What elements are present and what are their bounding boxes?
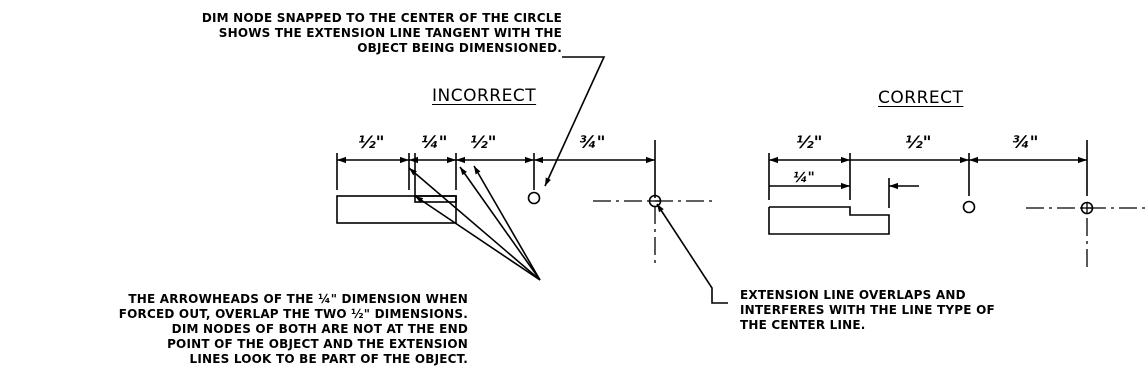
incorrect-heading: INCORRECT bbox=[432, 86, 537, 106]
left-note-leader-4 bbox=[473, 165, 541, 281]
top-note-line-1: DIM NODE SNAPPED TO THE CENTER OF THE CI… bbox=[201, 11, 562, 25]
correct-small-circle bbox=[962, 200, 976, 214]
right-note-leader bbox=[656, 203, 728, 304]
bottom-right-note-line-3: THE CENTER LINE. bbox=[740, 318, 866, 332]
top-note-leader bbox=[544, 56, 606, 187]
incorrect-dim-quarter: ¼" bbox=[421, 133, 447, 153]
incorrect-object-notch bbox=[414, 195, 457, 203]
correct-object bbox=[768, 206, 890, 235]
bottom-left-note-line-1: THE ARROWHEADS OF THE ¼" DIMENSION WHEN bbox=[128, 292, 468, 306]
correct-dim-half-1: ½" bbox=[796, 133, 822, 153]
correct-dim-half-2: ½" bbox=[905, 133, 931, 153]
left-note-leader-3 bbox=[459, 166, 541, 281]
bottom-left-note-line-2: FORCED OUT, OVERLAP THE TWO ½" DIMENSION… bbox=[118, 307, 468, 321]
incorrect-object-large bbox=[336, 195, 457, 224]
top-note: DIM NODE SNAPPED TO THE CENTER OF THE CI… bbox=[202, 11, 562, 56]
correct-heading: CORRECT bbox=[878, 88, 964, 108]
bottom-right-note: EXTENSION LINE OVERLAPS AND INTERFERES W… bbox=[740, 288, 995, 333]
incorrect-dim-half-2: ½" bbox=[470, 133, 496, 153]
correct-drawing: ½" ½" ¾" ¼" bbox=[768, 133, 1146, 270]
incorrect-dim-three-quarter: ¾" bbox=[579, 133, 605, 153]
left-note-leader-1 bbox=[408, 167, 541, 281]
bottom-left-note-line-3: DIM NODES OF BOTH ARE NOT AT THE END bbox=[171, 322, 468, 336]
bottom-left-note-line-4: POINT OF THE OBJECT AND THE EXTENSION bbox=[167, 337, 468, 351]
bottom-left-note-line-5: LINES LOOK TO BE PART OF THE OBJECT. bbox=[189, 352, 468, 366]
incorrect-drawing: ½" ¼" ½" ¾" bbox=[336, 133, 716, 265]
correct-dim-quarter: ¼" bbox=[793, 170, 815, 186]
bottom-right-note-line-1: EXTENSION LINE OVERLAPS AND bbox=[740, 288, 966, 302]
correct-dim-three-quarter: ¾" bbox=[1012, 133, 1038, 153]
bottom-right-note-line-2: INTERFERES WITH THE LINE TYPE OF bbox=[740, 303, 995, 317]
left-note-leader-2 bbox=[414, 195, 541, 281]
top-note-line-3: OBJECT BEING DIMENSIONED. bbox=[357, 41, 562, 55]
bottom-left-note: THE ARROWHEADS OF THE ¼" DIMENSION WHEN … bbox=[119, 292, 468, 367]
top-note-line-2: SHOWS THE EXTENSION LINE TANGENT WITH TH… bbox=[218, 26, 562, 40]
incorrect-small-circle bbox=[527, 191, 541, 205]
incorrect-dim-half-1: ½" bbox=[358, 133, 384, 153]
